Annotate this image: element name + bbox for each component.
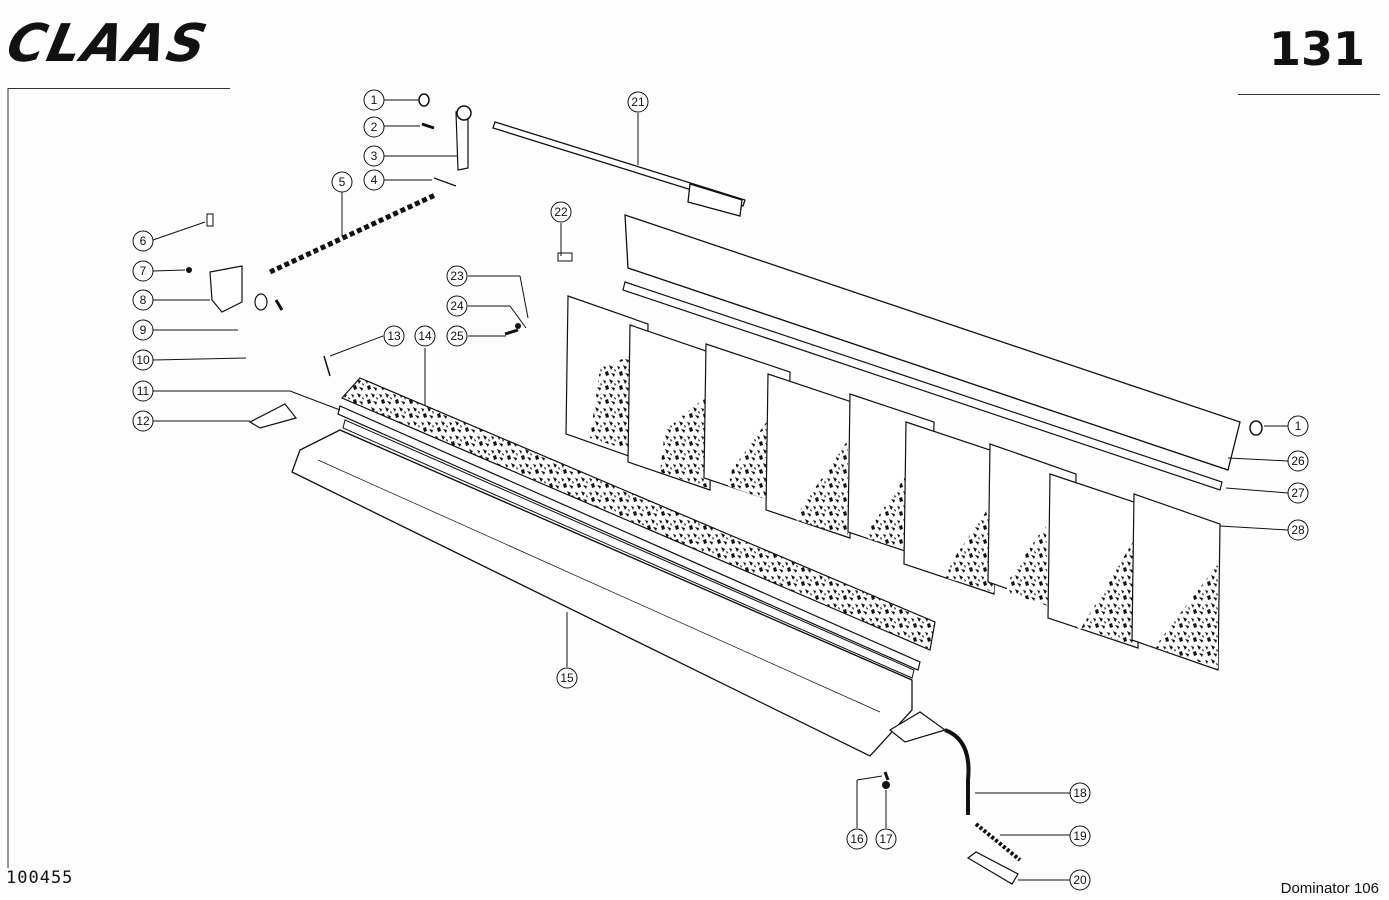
part-25-bolt <box>504 328 519 336</box>
callout-6: 6 <box>132 230 154 252</box>
svg-text:24: 24 <box>450 299 464 313</box>
callout-2: 2 <box>363 116 385 138</box>
svg-text:4: 4 <box>371 173 378 187</box>
svg-text:1: 1 <box>371 93 378 107</box>
part-5-chain <box>268 192 437 275</box>
callout-25: 25 <box>446 325 468 347</box>
part-27-strip <box>622 281 1223 491</box>
callout-26: 26 <box>1287 450 1309 472</box>
flap-4 <box>765 373 853 539</box>
svg-text:12: 12 <box>136 414 150 428</box>
callout-21: 21 <box>627 91 649 113</box>
svg-text:5: 5 <box>339 175 346 189</box>
part-2-pin <box>421 122 435 130</box>
callout-1-right: 1 <box>1287 415 1309 437</box>
part-23-washer <box>515 323 521 329</box>
part-10-screw <box>274 299 284 311</box>
callout-9: 9 <box>132 319 154 341</box>
callout-3: 3 <box>363 145 385 167</box>
part-6-bolt <box>206 213 214 227</box>
callout-15: 15 <box>556 667 578 689</box>
svg-text:14: 14 <box>418 329 432 343</box>
header-rule-left <box>8 88 230 89</box>
flap-6 <box>903 421 997 595</box>
part-21-bar <box>492 121 746 217</box>
callout-1-top: 1 <box>363 89 385 111</box>
svg-text:21: 21 <box>631 95 645 109</box>
svg-text:9: 9 <box>140 323 147 337</box>
part-19-spring <box>974 822 1022 862</box>
svg-text:13: 13 <box>387 329 401 343</box>
svg-text:16: 16 <box>850 832 864 846</box>
callout-19: 19 <box>1069 825 1091 847</box>
callout-28: 28 <box>1287 519 1309 541</box>
svg-text:1: 1 <box>1295 419 1302 433</box>
part-16-washer <box>883 771 890 781</box>
part-14-rubber-strip <box>340 377 936 651</box>
svg-text:22: 22 <box>554 205 568 219</box>
callout-18: 18 <box>1069 782 1091 804</box>
svg-text:19: 19 <box>1073 829 1087 843</box>
svg-text:7: 7 <box>140 264 147 278</box>
part-4-split-pin <box>433 177 457 187</box>
svg-text:18: 18 <box>1073 786 1087 800</box>
callout-17: 17 <box>875 828 897 850</box>
part-9-washer <box>254 293 268 311</box>
part-28-flaps <box>565 295 1221 671</box>
part-20-plate <box>966 851 1019 885</box>
page-number: 131 <box>1268 22 1365 76</box>
callout-14: 14 <box>414 325 436 347</box>
callout-4: 4 <box>363 169 385 191</box>
part-15-guide-sheet <box>291 429 913 757</box>
svg-text:17: 17 <box>879 832 893 846</box>
callout-22: 22 <box>550 201 572 223</box>
flap-9 <box>1131 493 1221 671</box>
callout-20: 20 <box>1069 869 1091 891</box>
callout-13: 13 <box>383 325 405 347</box>
svg-text:8: 8 <box>140 293 147 307</box>
callout-10: 10 <box>132 349 154 371</box>
part-1-ring-right <box>1249 420 1263 436</box>
callout-16: 16 <box>846 828 868 850</box>
part-11-thin-bar <box>337 405 921 679</box>
svg-text:27: 27 <box>1291 486 1305 500</box>
callout-5: 5 <box>331 171 353 193</box>
callout-27: 27 <box>1287 482 1309 504</box>
hardware-parts <box>186 93 1263 885</box>
svg-text:15: 15 <box>560 671 574 685</box>
svg-text:20: 20 <box>1073 873 1087 887</box>
svg-text:2: 2 <box>371 120 378 134</box>
callout-7: 7 <box>132 260 154 282</box>
part-13-clip <box>323 355 331 377</box>
part-22-bolt <box>557 252 573 262</box>
callout-23: 23 <box>446 265 468 287</box>
svg-text:28: 28 <box>1291 523 1305 537</box>
part-12-plate <box>248 403 298 429</box>
svg-text:25: 25 <box>450 329 464 343</box>
header-rule-right <box>1238 94 1380 95</box>
part-26-long-bar <box>624 214 1241 471</box>
svg-text:11: 11 <box>137 384 150 398</box>
part-8-bracket <box>209 265 243 313</box>
callout-labels: 1 2 3 4 5 6 7 8 9 10 11 12 13 14 15 16 1… <box>132 89 1309 891</box>
svg-text:6: 6 <box>140 234 147 248</box>
svg-text:10: 10 <box>136 353 150 367</box>
model-name: Dominator 106 <box>1280 880 1379 897</box>
part-17-nut <box>882 781 890 789</box>
leader-lines <box>152 99 1289 881</box>
flap-8 <box>1047 473 1141 649</box>
callout-24: 24 <box>446 295 468 317</box>
part-1-ring-top <box>418 93 430 107</box>
document-number: 100455 <box>6 868 74 888</box>
svg-text:26: 26 <box>1291 454 1305 468</box>
callout-11: 11 <box>132 380 154 402</box>
callout-12: 12 <box>132 410 154 432</box>
flap-2 <box>627 324 713 491</box>
svg-text:23: 23 <box>450 269 464 283</box>
svg-text:3: 3 <box>371 149 378 163</box>
part-7-nut <box>186 267 192 273</box>
callout-8: 8 <box>132 289 154 311</box>
